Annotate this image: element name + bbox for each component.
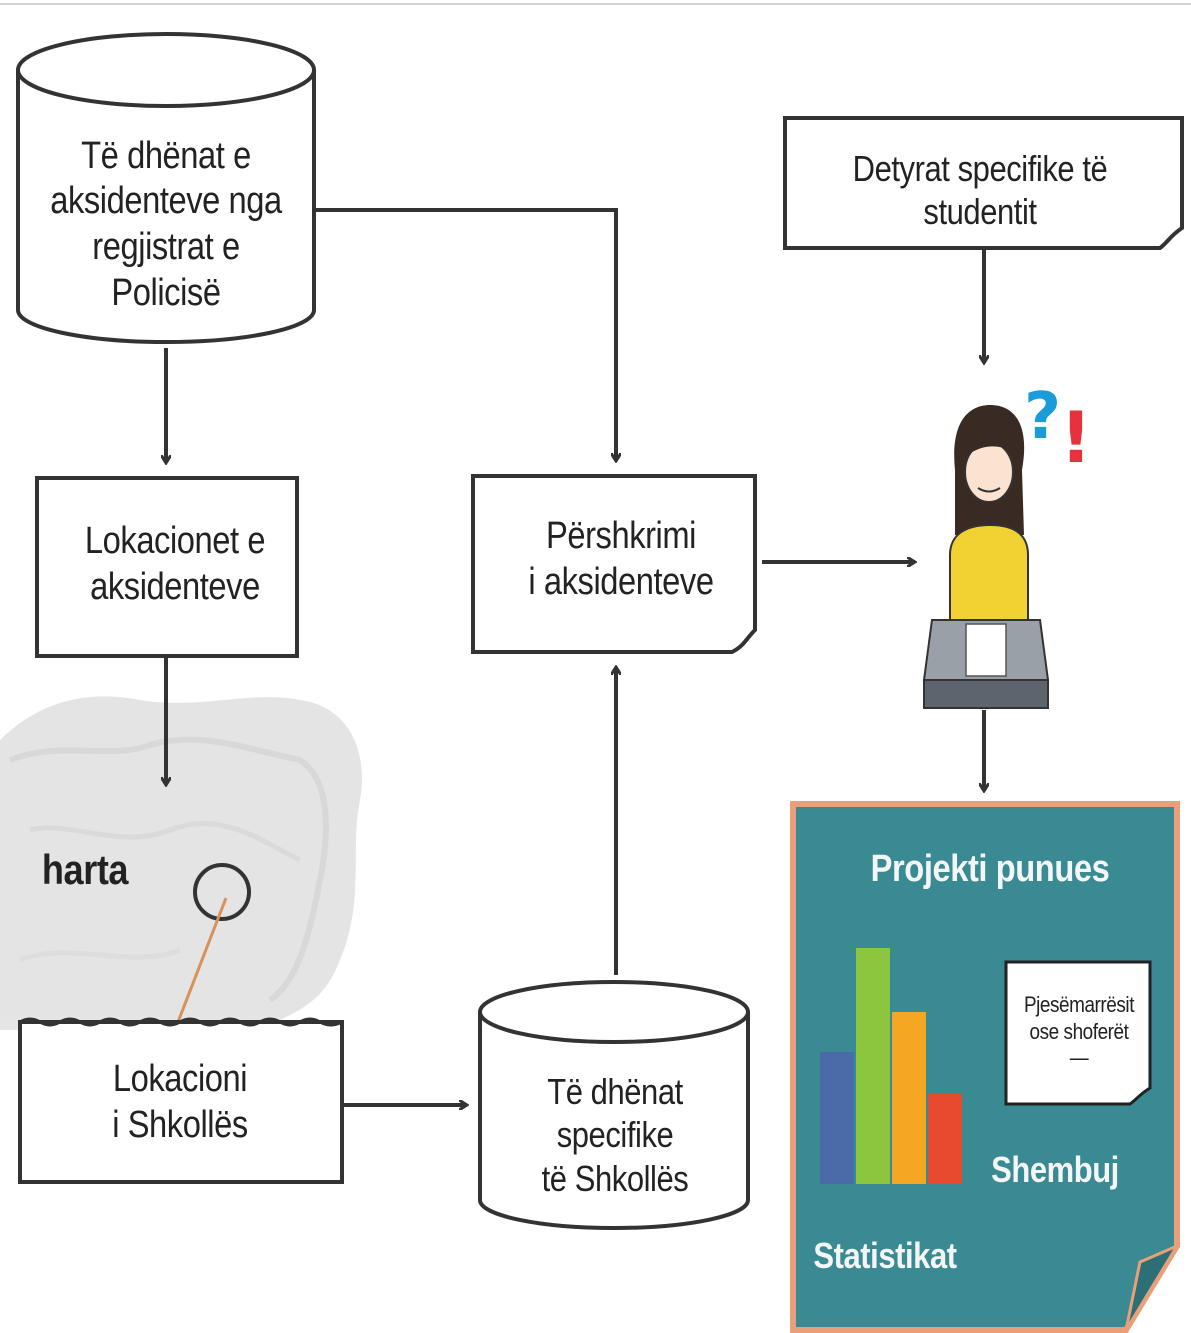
statistics-bars: [820, 948, 962, 1184]
school-database-label: Të dhënat specifike të Shkollës: [541, 1071, 689, 1199]
board-title: Projekti punues: [870, 848, 1110, 891]
description-box: [471, 474, 757, 654]
board-note-text: Pjesëmarrësit ose shoferët —: [1023, 992, 1135, 1071]
board-statistics-label: Statistikat: [813, 1235, 957, 1277]
locations-label: Lokacionet e aksidenteve: [84, 520, 266, 608]
bar-orange: [892, 1012, 926, 1184]
exclamation-icon: !: [1060, 397, 1092, 479]
student-figure: [922, 405, 1050, 709]
police-database-shape: [16, 32, 316, 344]
board-note: [1004, 960, 1152, 1106]
map-label: harta: [41, 845, 129, 893]
student-tasks-shape: [783, 116, 1184, 250]
map-pointer-line: [176, 897, 228, 1023]
question-mark-icon: ?: [1024, 380, 1061, 454]
locations-box: [35, 476, 299, 658]
school-location-shape: [18, 1017, 344, 1184]
connectors: [166, 208, 984, 1105]
board-examples-label: Shembuj: [991, 1149, 1119, 1191]
student-tasks-label: Detyrat specifike të studentit: [852, 147, 1108, 232]
school-database-shape: [478, 980, 750, 1230]
bar-blue: [820, 1052, 854, 1184]
police-database-label: Të dhënat e aksidenteve nga regjistrat e…: [50, 134, 282, 314]
project-board: [790, 801, 1181, 1333]
bar-red: [928, 1094, 962, 1184]
map-background: [0, 696, 362, 1030]
map-circle: [193, 863, 251, 921]
description-label: Përshkrimi i aksidenteve: [528, 515, 714, 603]
arrow-police-to-description: [314, 208, 616, 460]
school-location-label: Lokacioni i Shkollës: [112, 1058, 248, 1146]
bar-green: [856, 948, 890, 1184]
